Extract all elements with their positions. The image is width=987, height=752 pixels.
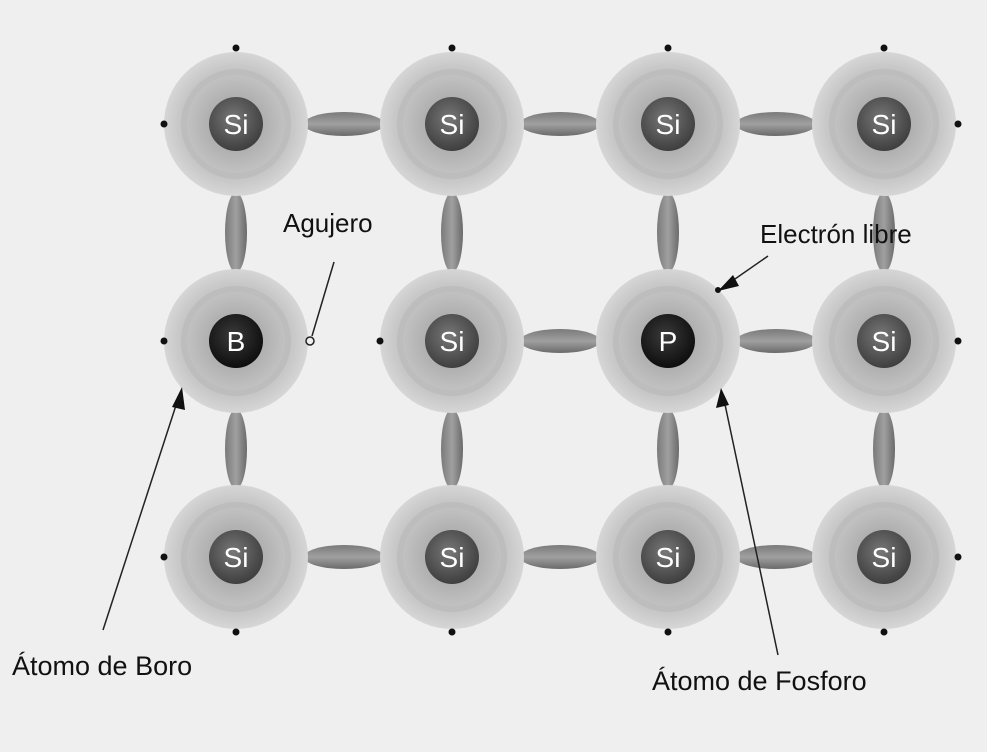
atom-si: Si (812, 52, 956, 196)
valence-electron-dot (880, 44, 888, 52)
shell-ring (181, 286, 291, 396)
shell-ring (397, 286, 507, 396)
boron-arrowhead (172, 387, 185, 410)
valence-electron-dot (664, 628, 672, 636)
atom-core (641, 314, 695, 368)
atom-core (641, 530, 695, 584)
atom-core (857, 530, 911, 584)
boron-atom-label: Átomo de Boro (12, 651, 193, 681)
shell-ring (829, 502, 939, 612)
boron-pointer-arrow (102, 392, 181, 631)
atom-symbol: Si (872, 542, 897, 573)
shell-ring (181, 69, 291, 179)
atom-core (857, 314, 911, 368)
covalent-bond-vertical (657, 192, 679, 273)
atom-symbol: Si (656, 109, 681, 140)
atom-si: Si (380, 52, 524, 196)
atom-symbol: B (227, 326, 246, 357)
shell-ring (613, 286, 723, 396)
covalent-bond-vertical (225, 192, 247, 273)
covalent-bond-horizontal (736, 545, 816, 569)
atom-symbol: Si (872, 109, 897, 140)
atom-si: Si (812, 485, 956, 629)
atom-core (425, 530, 479, 584)
atom-symbol: Si (440, 109, 465, 140)
covalent-bond-horizontal (520, 545, 600, 569)
atom-core (209, 314, 263, 368)
shell-ring (181, 502, 291, 612)
valence-electron-dot (232, 628, 240, 636)
phosphorus-pointer-arrow (722, 394, 779, 656)
covalent-bond-vertical (441, 192, 463, 273)
covalent-bond-horizontal (736, 112, 816, 136)
atom-si: Si (380, 269, 524, 413)
valence-electron-dot (376, 337, 384, 345)
covalent-bond-vertical (225, 409, 247, 489)
valence-electron-dot (954, 120, 962, 128)
valence-electron-dot (880, 628, 888, 636)
atom-symbol: Si (224, 542, 249, 573)
valence-electron-dot (160, 553, 168, 561)
atom-core (209, 97, 263, 151)
hole-label: Agujero (283, 208, 373, 238)
covalent-bond-vertical (873, 409, 895, 489)
covalent-bond-vertical (441, 409, 463, 489)
covalent-bond-vertical (657, 409, 679, 489)
shell-ring (397, 502, 507, 612)
covalent-bond-horizontal (736, 329, 816, 353)
atom-symbol: Si (440, 326, 465, 357)
covalent-bond-horizontal (304, 112, 384, 136)
valence-electron-dot (160, 120, 168, 128)
valence-electron-dot (664, 44, 672, 52)
atom-core (425, 97, 479, 151)
shell-ring (613, 502, 723, 612)
valence-electron-dot (232, 44, 240, 52)
phosphorus-atom-label: Átomo de Fosforo (652, 666, 867, 696)
atom-symbol: Si (872, 326, 897, 357)
atom-p: P (596, 269, 740, 413)
atom-si: Si (596, 52, 740, 196)
valence-electron-dot (448, 44, 456, 52)
atom-symbol: Si (440, 542, 465, 573)
atom-si: Si (812, 269, 956, 413)
shell-ring (613, 69, 723, 179)
atom-core (857, 97, 911, 151)
shell-ring (829, 69, 939, 179)
free-electron-label: Electrón libre (760, 219, 912, 249)
valence-electron-dot (954, 337, 962, 345)
atom-si: Si (380, 485, 524, 629)
atom-b: B (164, 269, 308, 413)
atom-si: Si (596, 485, 740, 629)
covalent-bond-vertical (873, 192, 895, 273)
atom-core (209, 530, 263, 584)
shell-ring (397, 69, 507, 179)
covalent-bond-horizontal (304, 545, 384, 569)
atom-si: Si (164, 52, 308, 196)
atom-symbol: Si (224, 109, 249, 140)
covalent-bond-horizontal (520, 329, 600, 353)
hole-marker (305, 336, 315, 346)
covalent-bond-horizontal (520, 112, 600, 136)
hole-pointer-arrow (311, 261, 335, 337)
valence-electron-dot (160, 337, 168, 345)
free-electron-marker (715, 287, 721, 293)
shell-ring (829, 286, 939, 396)
atom-symbol: P (659, 326, 678, 357)
atom-si: Si (164, 485, 308, 629)
valence-electron-dot (448, 628, 456, 636)
phosphorus-arrowhead (716, 388, 729, 408)
free-electron-arrowhead (718, 275, 739, 291)
valence-electron-dot (954, 553, 962, 561)
atom-core (425, 314, 479, 368)
atom-core (641, 97, 695, 151)
atom-symbol: Si (656, 542, 681, 573)
